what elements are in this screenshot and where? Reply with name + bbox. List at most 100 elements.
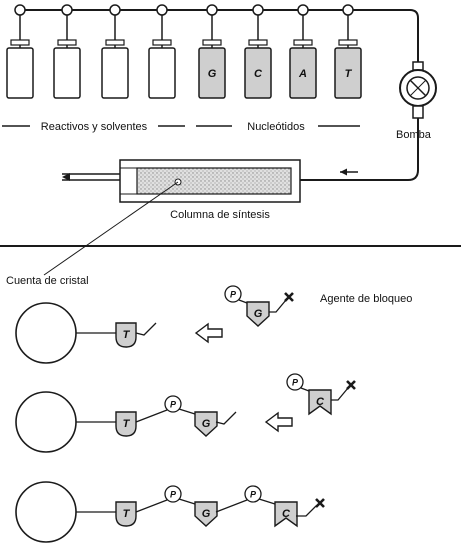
backbone-line <box>178 408 196 415</box>
bottle-body <box>244 47 272 99</box>
phosphate-icon <box>164 485 182 503</box>
bottle-body <box>198 47 226 99</box>
bottle-cap <box>10 39 30 46</box>
nucleotide-bottle: G <box>198 4 226 99</box>
phosphate-label: P <box>230 290 237 300</box>
blocking-x-icon <box>284 292 294 302</box>
backbone-line <box>258 498 276 505</box>
addition-arrow-icon <box>264 411 293 433</box>
bottle-body <box>53 47 81 99</box>
backbone-line <box>135 409 168 423</box>
valve-icon <box>206 4 218 16</box>
synthesis-step: T P G <box>15 285 294 364</box>
valve-icon <box>342 4 354 16</box>
bottle-cap <box>105 39 125 46</box>
backbone-line <box>215 499 248 513</box>
reagent-bottle <box>148 4 176 99</box>
nucleotide-g-shape <box>246 301 270 327</box>
nucleotide-bottle: C <box>244 4 272 99</box>
free-end-line <box>331 387 349 401</box>
nucleotide-bottle: T <box>334 4 362 99</box>
free-end-line <box>269 299 287 313</box>
phosphate-label: P <box>292 378 299 388</box>
bottle-cap <box>57 39 77 46</box>
bottle-cap <box>338 39 358 46</box>
valve-icon <box>14 4 26 16</box>
bottle-body <box>148 47 176 99</box>
free-end-line <box>135 322 157 336</box>
reagent-bottle <box>101 4 129 99</box>
blocking-agent-label: Agente de bloqueo <box>320 293 412 305</box>
nucleotide-bottle: A <box>289 4 317 99</box>
nucleotide-base-label: T <box>123 418 131 430</box>
phosphate-label: P <box>250 490 257 500</box>
backbone-line <box>178 498 196 505</box>
phosphate-label: P <box>170 400 177 410</box>
bottle-base-label: C <box>254 68 263 80</box>
nucleotide-base-label: C <box>282 508 291 520</box>
bottle-base-label: A <box>298 68 307 80</box>
reagent-bottle <box>53 4 81 99</box>
synthesis-column <box>62 159 301 203</box>
nucleotide-c-shape <box>274 501 298 528</box>
nucleotide-base-label: C <box>316 396 325 408</box>
incoming-phosphate-icon <box>224 285 242 303</box>
nucleotide-base-label: T <box>123 329 131 341</box>
bottle-body <box>101 47 129 99</box>
bottle-base-label: G <box>208 68 217 80</box>
column-label: Columna de síntesis <box>170 209 270 221</box>
nucleotide-base-label: G <box>202 418 211 430</box>
phosphate-icon <box>244 485 262 503</box>
bead-label: Cuenta de cristal <box>6 275 89 287</box>
valve-icon <box>252 4 264 16</box>
synthesis-step: T P G P C <box>15 481 325 543</box>
glass-bead <box>15 302 77 364</box>
backbone-line <box>238 299 248 304</box>
bottle-cap <box>293 39 313 46</box>
nucleotide-base-label: G <box>202 508 211 520</box>
nucleotide-g-shape <box>194 411 218 437</box>
manifold-line <box>20 9 419 62</box>
nucleotide-t-shape <box>115 322 137 348</box>
nucleotide-base-label: G <box>254 308 263 320</box>
backbone-line <box>300 387 310 392</box>
valve-icon <box>156 4 168 16</box>
blocking-x-icon <box>346 380 356 390</box>
bottle-body <box>289 47 317 99</box>
bottle-body <box>6 47 34 99</box>
addition-arrow-icon <box>194 322 223 344</box>
nucleotide-t-shape <box>115 501 137 527</box>
bottle-cap <box>202 39 222 46</box>
glass-bead <box>15 481 77 543</box>
reagent-bottle <box>6 4 34 99</box>
bottle-body <box>334 47 362 99</box>
nucleotide-base-label: T <box>123 508 131 520</box>
bead-pointer-line <box>43 181 179 276</box>
blocking-x-icon <box>315 498 325 508</box>
bottle-cap <box>248 39 268 46</box>
nucleotides-label: Nucleótidos <box>247 121 305 133</box>
valve-icon <box>61 4 73 16</box>
valve-icon <box>297 4 309 16</box>
pump <box>399 61 437 119</box>
phosphate-label: P <box>170 490 177 500</box>
flow-arrow-icon <box>340 168 358 176</box>
free-end-line <box>296 505 317 517</box>
phosphate-icon <box>164 395 182 413</box>
backbone-line <box>135 499 168 513</box>
valve-icon <box>109 4 121 16</box>
free-end-line <box>215 411 237 425</box>
synthesis-step: T P G P C <box>15 373 356 453</box>
bottle-base-label: T <box>345 68 353 80</box>
bottle-cap <box>152 39 172 46</box>
nucleotide-t-shape <box>115 411 137 437</box>
nucleotide-c-shape <box>308 389 332 416</box>
synthesis-steps: T P G T P G P C T P G P C <box>15 285 356 543</box>
reagents-label: Reactivos y solventes <box>41 121 148 133</box>
glass-bead <box>15 391 77 453</box>
pump-label: Bomba <box>396 129 432 141</box>
flow-line <box>300 118 419 181</box>
